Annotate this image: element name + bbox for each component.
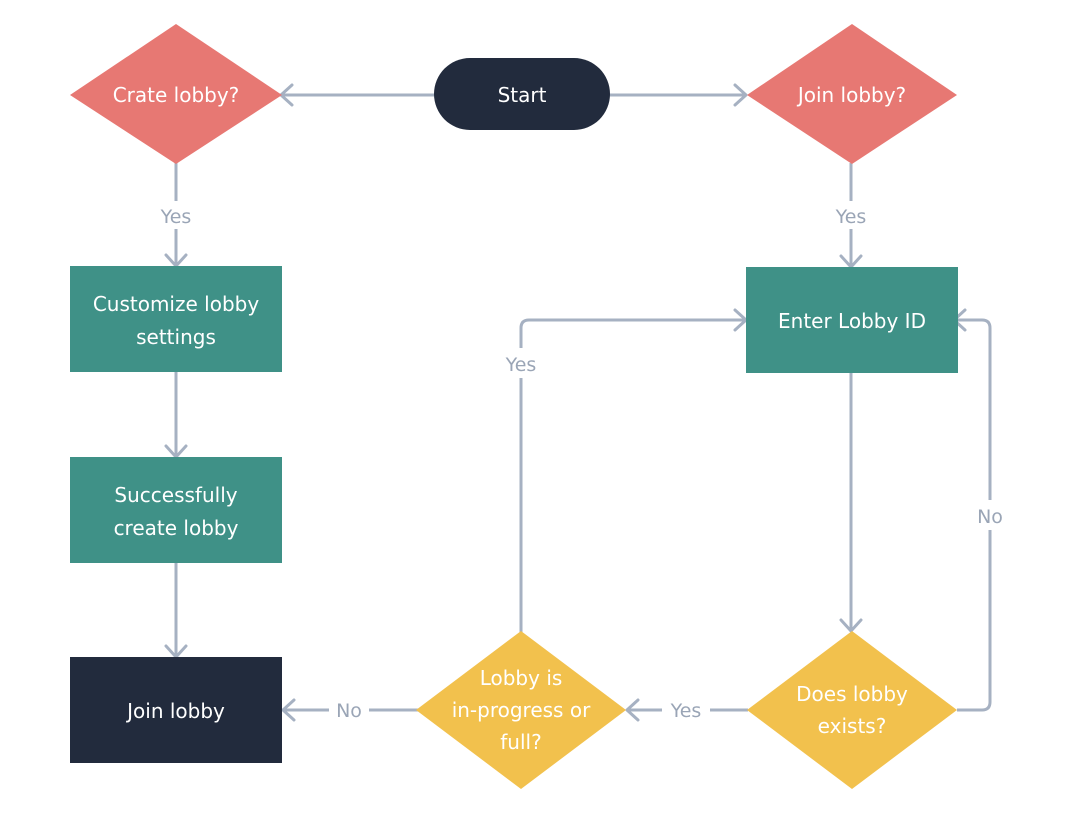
connector-labels: Yes Yes Yes No Yes No [150, 201, 1010, 724]
enter-id-label: Enter Lobby ID [778, 309, 926, 333]
arrowhead-exists [839, 618, 863, 633]
join-lobby-question-label: Join lobby? [796, 83, 906, 107]
customize-label-line-1: Customize lobby [93, 292, 260, 316]
start-node: Start [434, 58, 610, 130]
create-lobby-label: Crate lobby? [113, 83, 240, 107]
label-inprogress-yes: Yes [505, 354, 537, 376]
join-lobby-terminal: Join lobby [70, 657, 282, 763]
exists-label-line-1: Does lobby [796, 682, 908, 706]
in-progress-decision: Lobby is in-progress or full? [416, 631, 626, 789]
label-exists-yes: Yes [670, 700, 702, 722]
does-lobby-exist-decision: Does lobby exists? [747, 631, 957, 789]
customize-label-line-2: settings [136, 325, 216, 349]
success-label-line-2: create lobby [114, 516, 239, 540]
success-label-line-1: Successfully [114, 483, 237, 507]
edge-inprogress-yes-loop [519, 318, 746, 632]
inprogress-label-line-1: Lobby is [480, 666, 563, 690]
exists-label-line-2: exists? [818, 714, 887, 738]
enter-lobby-id-process: Enter Lobby ID [746, 267, 958, 373]
arrowhead-join [733, 83, 748, 107]
label-exists-no: No [977, 506, 1003, 528]
inprogress-label-line-2: in-progress or [452, 698, 591, 722]
arrowhead-joinlobby-right [281, 698, 296, 722]
create-lobby-decision: Crate lobby? [70, 24, 282, 164]
join-lobby-label: Join lobby [125, 699, 225, 723]
label-join-yes: Yes [835, 206, 867, 228]
label-inprogress-no: No [336, 700, 362, 722]
start-label: Start [498, 83, 547, 107]
success-process: Successfully create lobby [70, 457, 282, 563]
arrowhead-inprogress [625, 698, 640, 722]
label-create-yes: Yes [160, 206, 192, 228]
join-lobby-decision: Join lobby? [747, 24, 957, 164]
inprogress-label-line-3: full? [500, 730, 541, 754]
customize-lobby-process: Customize lobby settings [70, 266, 282, 372]
connectors [164, 83, 992, 722]
